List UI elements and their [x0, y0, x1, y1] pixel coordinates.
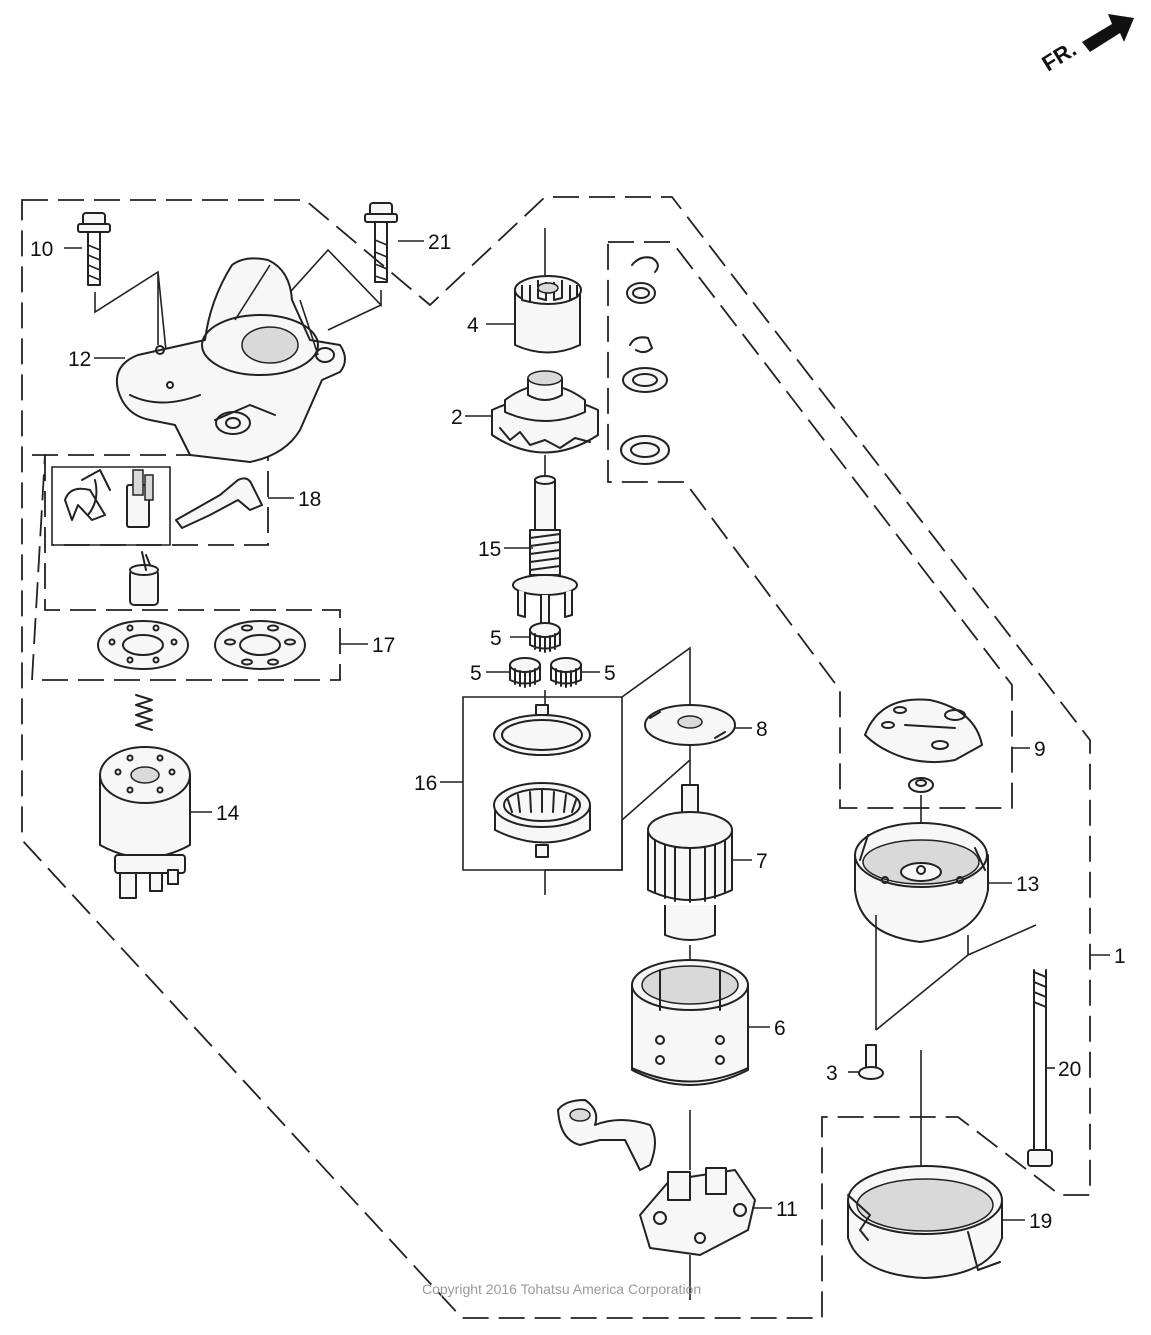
internal-gear-16 [493, 690, 591, 858]
callout-21: 21 [428, 231, 451, 254]
callout-6: 6 [774, 1017, 786, 1040]
plunger [129, 551, 159, 606]
callout-15: 15 [478, 538, 501, 561]
washer-set-9 [620, 256, 670, 465]
callout-5-right: 5 [604, 662, 616, 685]
planet-gear-right [550, 657, 582, 688]
solenoid-14 [99, 746, 191, 899]
spring [135, 694, 153, 731]
yoke-6 [631, 945, 749, 1086]
clutch-housing-2 [491, 370, 599, 454]
callout-16: 16 [414, 772, 437, 795]
assembly-outline-1 [21, 196, 1091, 1319]
pinion-4 [514, 228, 582, 354]
planet-gears-5 [509, 622, 582, 688]
assembly-outline-9 [607, 241, 1013, 809]
cover-19 [847, 1050, 1003, 1279]
callout-5-left: 5 [470, 662, 482, 685]
callout-20: 20 [1058, 1058, 1081, 1081]
washer-plate-8 [544, 646, 736, 895]
bolt-10 [77, 212, 171, 391]
brush-holder-11 [557, 1099, 756, 1300]
front-housing-12 [116, 257, 346, 463]
front-label: FR. [1037, 36, 1080, 76]
callout-2: 2 [451, 406, 463, 429]
callout-4: 4 [467, 314, 479, 337]
front-direction-indicator: FR. [1037, 14, 1134, 76]
callout-leaders [64, 240, 1110, 1221]
through-bolt-20 [1027, 969, 1053, 1167]
rear-cover-13 [854, 795, 1037, 1031]
callout-19: 19 [1029, 1210, 1052, 1233]
lever-set-18 [64, 469, 263, 529]
armature-7 [647, 760, 733, 941]
sub-box-18 [51, 466, 171, 546]
callout-17: 17 [372, 634, 395, 657]
callout-7: 7 [756, 850, 768, 873]
planet-gear-left [509, 657, 541, 688]
callout-1: 1 [1114, 945, 1126, 968]
screw-3 [858, 1044, 884, 1080]
callout-11: 11 [776, 1198, 798, 1221]
callout-labels: 10 12 21 4 2 15 5 5 5 18 17 14 16 8 7 6 … [30, 231, 1126, 1233]
arrow-icon [1082, 14, 1134, 52]
callout-3: 3 [826, 1062, 838, 1085]
plates-17 [97, 620, 306, 670]
callout-10: 10 [30, 238, 53, 261]
callout-5-top: 5 [490, 627, 502, 650]
callout-8: 8 [756, 718, 768, 741]
planetary-shaft-15 [512, 455, 578, 626]
callout-18: 18 [298, 488, 321, 511]
callout-12: 12 [68, 348, 91, 371]
callout-14: 14 [216, 802, 240, 825]
callout-9: 9 [1034, 738, 1046, 761]
brake-plate-9 [864, 698, 983, 793]
copyright-notice: Copyright 2016 Tohatsu America Corporati… [422, 1281, 701, 1297]
callout-13: 13 [1016, 873, 1039, 896]
planet-gear-top [529, 622, 561, 653]
